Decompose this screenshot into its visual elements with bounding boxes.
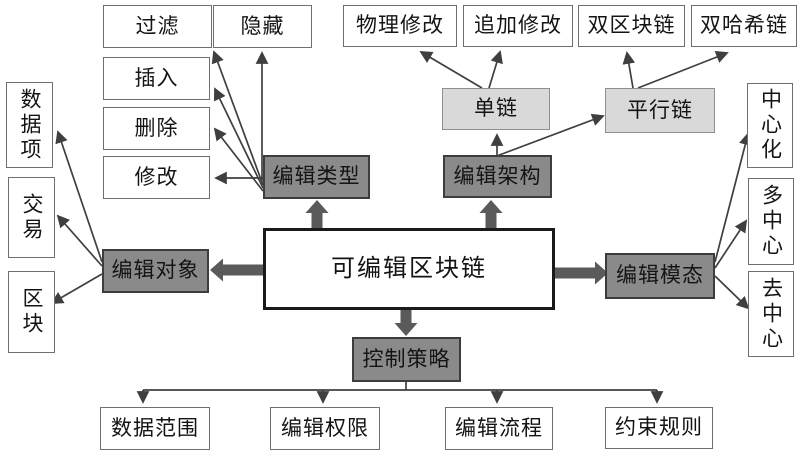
node-delete: 删除 <box>103 107 210 150</box>
node-edit-architecture: 编辑架构 <box>443 155 552 198</box>
node-single-chain: 单链 <box>442 88 550 130</box>
edge-parallel-double-hash-chain <box>637 51 729 89</box>
edge-edit-mode-decentralized <box>714 275 750 310</box>
node-double-blockchain: 双区块链 <box>578 5 685 47</box>
edge-parallel-double-blockchain <box>622 51 636 89</box>
block-arrow-left-edit-object <box>210 258 264 282</box>
edge-edit-mode-centralized <box>714 132 752 263</box>
node-multi-center: 多中心 <box>748 178 794 265</box>
node-edit-object: 编辑对象 <box>102 249 209 293</box>
node-physical-modify: 物理修改 <box>343 5 457 47</box>
edge-edit-object-transaction <box>56 214 103 267</box>
node-edit-permission: 编辑权限 <box>270 407 380 450</box>
block-arrow-up-edit-type <box>305 200 329 229</box>
node-parallel-chain: 平行链 <box>605 88 715 133</box>
node-filter: 过滤 <box>103 5 212 48</box>
edge-edit-object-data-item <box>55 130 103 263</box>
node-edit-mode: 编辑模态 <box>605 253 715 299</box>
node-insert: 插入 <box>103 57 210 100</box>
node-centralized: 中心化 <box>747 83 793 168</box>
edge-arch-parallel-chain <box>493 113 605 158</box>
edge-edit-type-delete <box>213 127 264 192</box>
edge-single-chain-append-modify <box>488 50 503 89</box>
node-hide: 隐藏 <box>213 5 312 48</box>
block-arrow-right-edit-mode <box>554 261 608 285</box>
node-control-strategy: 控制策略 <box>352 337 461 382</box>
node-double-hash-chain: 双哈希链 <box>691 5 797 47</box>
edge-edit-object-block <box>50 273 103 304</box>
node-append-modify: 追加修改 <box>463 5 573 47</box>
node-constraint-rules: 约束规则 <box>605 407 713 449</box>
node-block: 区块 <box>8 271 55 353</box>
edge-edit-mode-multi-center <box>714 219 748 269</box>
node-edit-process: 编辑流程 <box>445 407 553 450</box>
node-data-item: 数据项 <box>6 82 53 168</box>
edge-edit-type-filter <box>211 50 264 186</box>
edge-edit-type-insert <box>213 87 264 189</box>
edge-single-chain-physical-modify <box>419 51 483 89</box>
node-editable-blockchain: 可编辑区块链 <box>263 228 555 310</box>
node-data-scope: 数据范围 <box>100 407 210 450</box>
node-transaction: 交易 <box>8 177 55 258</box>
block-arrow-up-edit-architecture <box>479 200 503 229</box>
block-arrow-down-control-strategy <box>394 310 418 336</box>
node-modify: 修改 <box>103 156 210 199</box>
node-edit-type: 编辑类型 <box>263 155 370 199</box>
node-decentralized: 去中心 <box>748 271 794 357</box>
